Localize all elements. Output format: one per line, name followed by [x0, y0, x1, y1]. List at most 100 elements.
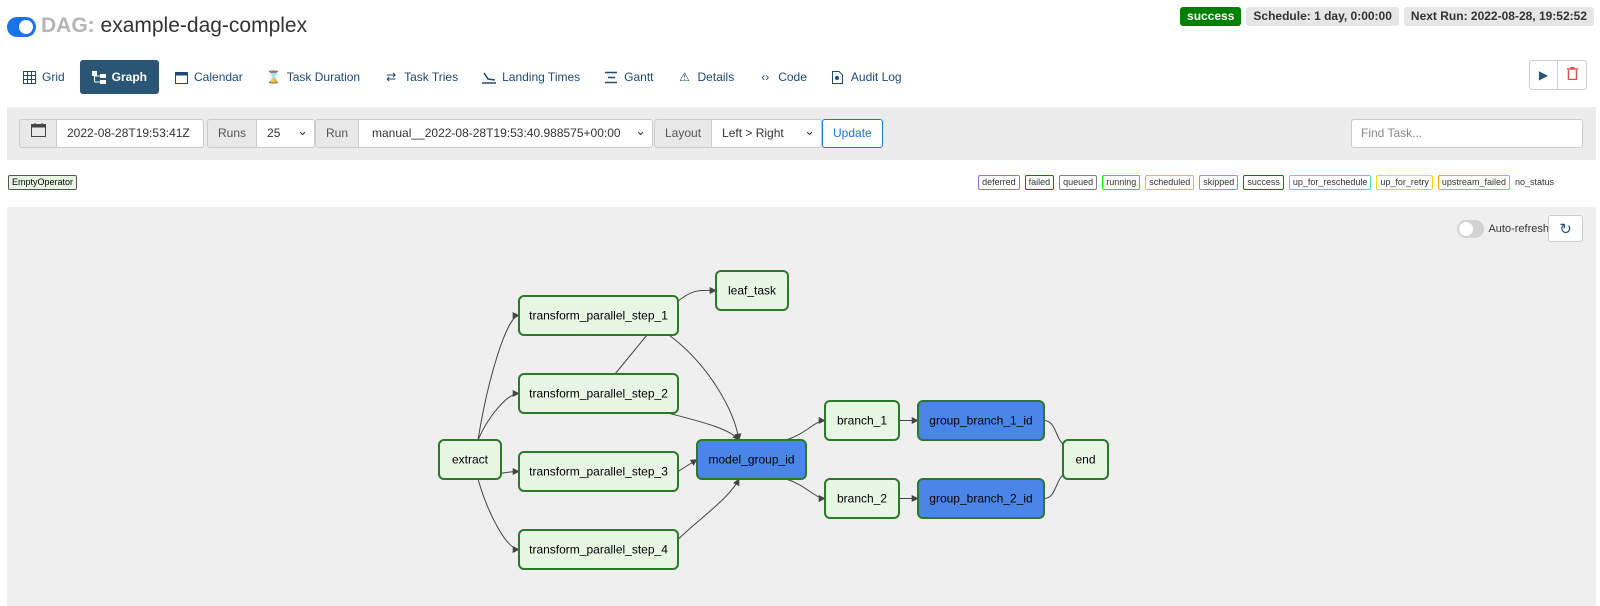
runs-label: Runs	[207, 119, 258, 148]
warning-triangle-icon: ⚠	[679, 70, 690, 84]
layout-select[interactable]: Left > Right	[712, 117, 823, 148]
tab-calendar[interactable]: Calendar	[165, 60, 252, 94]
dag-node-box[interactable]	[715, 270, 789, 311]
tab-landing-times-label: Landing Times	[502, 70, 581, 84]
dag-node-group-branch-1-id[interactable]: group_branch_1_id	[917, 400, 1045, 441]
dag-node-label: branch_2	[837, 492, 887, 506]
dag-node-box[interactable]	[917, 400, 1045, 441]
tab-code-label: Code	[778, 70, 807, 84]
dag-node-transform-parallel-step-1[interactable]: transform_parallel_step_1	[518, 295, 679, 336]
dag-node-extract[interactable]: extract	[438, 439, 502, 480]
tab-graph[interactable]: Graph	[79, 60, 160, 94]
tab-task-duration[interactable]: ⌛ Task Duration	[258, 60, 369, 94]
dag-node-box[interactable]	[518, 529, 679, 570]
delete-dag-button[interactable]	[1558, 60, 1587, 90]
run-select-value: manual__2022-08-28T19:53:40.988575+00:00	[372, 126, 621, 140]
legend-status-skipped: skipped	[1199, 175, 1239, 190]
dag-edge-extract-t1	[477, 312, 520, 441]
tab-gantt-label: Gantt	[624, 70, 654, 84]
layout-select-group: Layout Left > Right	[654, 117, 823, 148]
dag-node-label: transform_parallel_step_3	[529, 465, 668, 479]
view-nav: Grid Graph Calendar ⌛ Task Duration ⇄ Ta…	[13, 60, 917, 94]
dag-node-label: end	[1075, 453, 1095, 467]
legend-status-up-for-retry: up_for_retry	[1376, 175, 1433, 190]
tab-grid[interactable]: Grid	[13, 60, 74, 94]
tab-gantt[interactable]: Gantt	[595, 60, 662, 94]
dag-node-box[interactable]	[518, 373, 679, 414]
trash-icon	[1566, 67, 1578, 83]
dag-edge-t1-leaf	[676, 286, 717, 303]
dag-node-model-group-id[interactable]: model_group_id	[696, 439, 807, 480]
dag-node-box[interactable]	[518, 295, 679, 336]
dag-node-box[interactable]	[824, 478, 900, 519]
run-select-group: Run manual__2022-08-28T19:53:40.988575+0…	[315, 117, 654, 148]
tab-details[interactable]: ⚠ Details	[669, 60, 744, 94]
dag-name: example-dag-complex	[100, 14, 308, 37]
dag-node-transform-parallel-step-3[interactable]: transform_parallel_step_3	[518, 451, 679, 492]
dag-node-transform-parallel-step-2[interactable]: transform_parallel_step_2	[518, 373, 679, 414]
graph-canvas[interactable]: Auto-refresh ↻ extract transform_parallel…	[7, 207, 1596, 606]
dag-edge-model-b1	[785, 417, 826, 441]
dag-edge-t1-t2	[614, 334, 648, 375]
tab-task-tries[interactable]: ⇄ Task Tries	[375, 60, 467, 94]
dag-node-branch-2[interactable]: branch_2	[824, 478, 900, 519]
dag-node-label: group_branch_1_id	[929, 414, 1032, 428]
trigger-dag-button[interactable]: ▶	[1529, 60, 1558, 90]
graph-toolbar: 2022-08-28T19:53:41Z Runs 25 Run manual_…	[7, 107, 1596, 160]
tab-task-tries-label: Task Tries	[404, 70, 459, 84]
schedule-badge: Schedule: 1 day, 0:00:00	[1246, 7, 1399, 26]
dag-node-branch-1[interactable]: branch_1	[824, 400, 900, 441]
dag-node-box[interactable]	[518, 451, 679, 492]
dag-edge-t2-model	[667, 412, 740, 441]
dag-node-group-branch-2-id[interactable]: group_branch_2_id	[917, 478, 1045, 519]
dag-node-transform-parallel-step-4[interactable]: transform_parallel_step_4	[518, 529, 679, 570]
dag-node-box[interactable]	[917, 478, 1045, 519]
dag-node-box[interactable]	[824, 400, 900, 441]
auto-refresh-switch[interactable]	[1457, 220, 1485, 238]
dag-actions: ▶	[1529, 60, 1587, 90]
tab-code[interactable]: ‹› Code	[749, 60, 816, 94]
gantt-icon	[604, 70, 618, 84]
tab-landing-times[interactable]: Landing Times	[473, 60, 589, 94]
tab-details-label: Details	[697, 70, 735, 84]
tab-audit-log-label: Audit Log	[850, 70, 902, 84]
refresh-icon: ↻	[1559, 220, 1572, 238]
play-icon: ▶	[1538, 68, 1549, 82]
find-task-input[interactable]: Find Task...	[1351, 119, 1583, 148]
dag-edge-extract-t4	[477, 478, 520, 553]
grid-icon	[22, 70, 36, 84]
dag-node-label: transform_parallel_step_2	[529, 387, 668, 401]
tab-graph-label: Graph	[111, 70, 148, 84]
tab-task-duration-label: Task Duration	[286, 70, 361, 84]
dag-node-box[interactable]	[438, 439, 502, 480]
calendar-picker-button[interactable]	[19, 119, 57, 148]
layout-label: Layout	[654, 119, 713, 148]
tab-audit-log[interactable]: Audit Log	[822, 60, 911, 94]
runs-select[interactable]: 25	[257, 117, 316, 148]
dag-node-leaf-task[interactable]: leaf_task	[715, 270, 789, 311]
update-button[interactable]: Update	[822, 119, 883, 148]
dag-edge-t3-model	[677, 459, 698, 472]
auto-refresh-label: Auto-refresh	[1488, 223, 1549, 235]
layout-select-value: Left > Right	[722, 126, 784, 140]
dag-node-box[interactable]	[696, 439, 807, 480]
dag-node-box[interactable]	[1062, 439, 1109, 480]
refresh-button[interactable]: ↻	[1548, 215, 1583, 242]
legend-status-running: running	[1102, 175, 1141, 190]
dag-node-label: transform_parallel_step_1	[529, 309, 668, 323]
dag-node-label: model_group_id	[708, 453, 794, 467]
audit-log-icon	[831, 70, 845, 84]
runs-select-value: 25	[267, 126, 281, 140]
dag-edge-model-b2	[785, 478, 826, 502]
legend-status-up-for-reschedule: up_for_reschedule	[1288, 175, 1372, 190]
base-date-input[interactable]: 2022-08-28T19:53:41Z	[57, 119, 204, 148]
run-select[interactable]: manual__2022-08-28T19:53:40.988575+00:00	[359, 117, 654, 148]
auto-refresh-toggle[interactable]: Auto-refresh	[1457, 220, 1549, 238]
dag-node-end[interactable]: end	[1062, 439, 1109, 480]
run-label: Run	[315, 119, 360, 148]
dag-edge-extract-t2	[477, 390, 520, 441]
runs-select-group: Runs 25	[207, 117, 316, 148]
dag-title: DAG: example-dag-complex	[41, 13, 307, 39]
dag-pause-toggle[interactable]	[7, 17, 36, 37]
